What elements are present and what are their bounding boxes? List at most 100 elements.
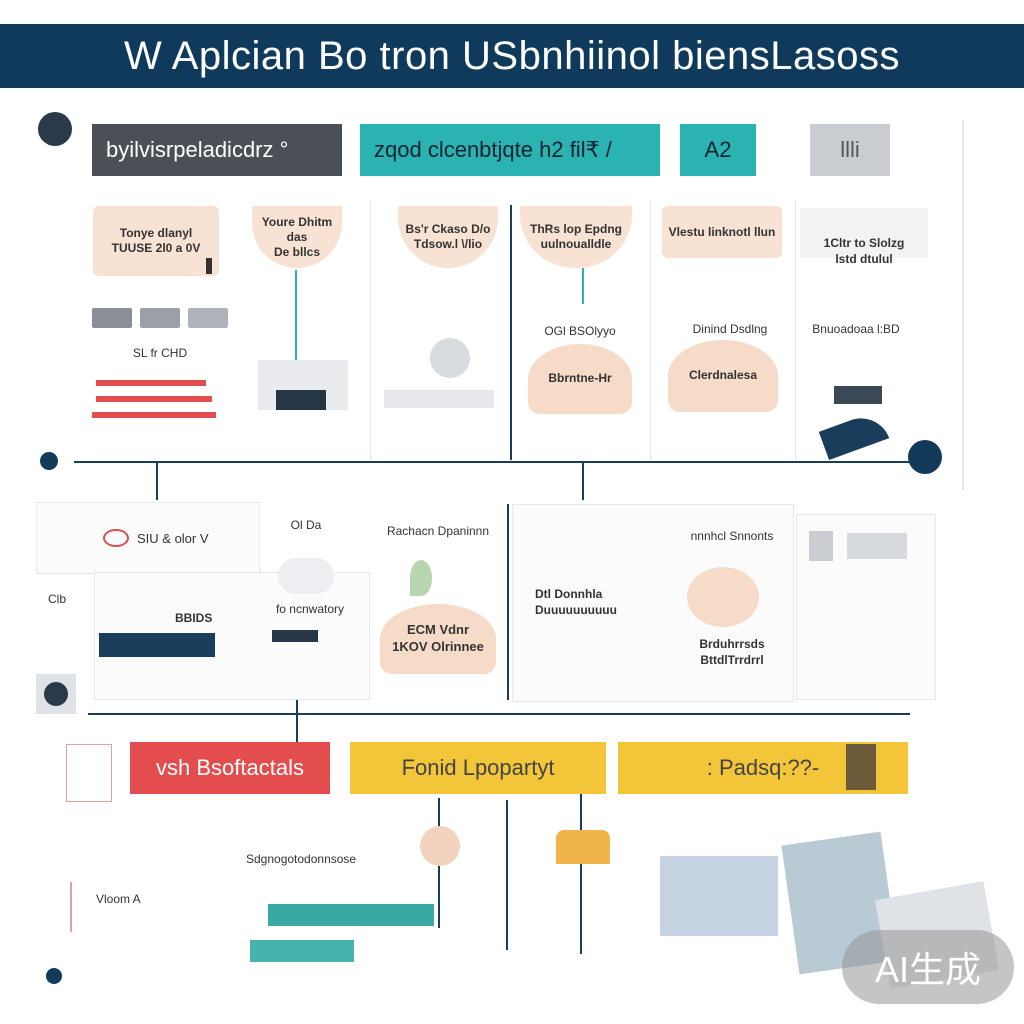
row1-col1-marker xyxy=(206,258,212,274)
server-icon xyxy=(258,360,348,410)
page-title: W Aplcian Bo tron USbnhiinol biensLasoss xyxy=(0,24,1024,88)
row1-col5-blob-text: Clerdnalesa xyxy=(688,368,758,383)
ai-generated-watermark: AI生成 xyxy=(842,930,1014,1004)
bottom-left-frame xyxy=(66,744,112,802)
bottom-right-device-icon xyxy=(846,744,876,790)
tag-top-gray[interactable]: llli xyxy=(810,124,890,176)
row1-col5-card: Vlestu linknotl llun xyxy=(662,206,782,258)
grid-icon xyxy=(140,308,180,328)
separator-col4 xyxy=(510,205,512,460)
row2-col1-label: SIU & olor V xyxy=(137,531,209,546)
row1-col4-card: ThRs lop Epdng uulnoualldle xyxy=(520,206,632,268)
row3-col1-label: Vloom A xyxy=(96,892,141,906)
tag-bottom-yellow-label: Fonid Lpopartyt xyxy=(401,755,555,780)
row1-col1-stripe xyxy=(92,412,216,418)
row1-col1-stripe xyxy=(96,380,206,386)
row1-col6-card: 1Cltr to Slolzg lstd dtulul xyxy=(800,208,928,266)
row2-col1-panel-top: SIU & olor V xyxy=(36,502,260,574)
row1-col4-blob: Bbrntne-Hr xyxy=(528,344,632,414)
row1-col2-connector xyxy=(295,270,297,360)
row2-right-panel: Dtl Donnhla Duuuuuuuuuu nnnhcl Snnonts B… xyxy=(512,504,794,702)
timeline-top-start-dot xyxy=(40,452,58,470)
leaf-icon xyxy=(410,560,432,596)
row3-col5-machine xyxy=(660,856,778,936)
row1-col4-blob-text: Bbrntne-Hr xyxy=(548,371,612,386)
page-title-text: W Aplcian Bo tron USbnhiinol biensLasoss xyxy=(124,33,900,78)
tag-top-teal[interactable]: zqod clcenbtjqte h2 fil₹ / xyxy=(360,124,660,176)
row3-divider-2 xyxy=(506,800,508,950)
tag-top-dark[interactable]: byilvisrpeladicdrz ° xyxy=(92,124,342,176)
tag-bottom-red-label: vsh Bsoftactals xyxy=(156,755,304,780)
row2-col3-blob-text: ECM Vdnr 1KOV Olrinnee xyxy=(392,622,484,654)
tag-bottom-yellow-2-label: : Padsq:??- xyxy=(706,755,820,780)
row1-col2-card-text: Youre Dhitm das De bllcs xyxy=(261,214,333,259)
row2-col1-panel: BBIDS xyxy=(94,572,370,700)
cloud-icon xyxy=(103,529,129,547)
tag-top-gray-label: llli xyxy=(840,137,860,162)
row1-col1-card: Tonye dlanyl TUUSE 2l0 a 0V xyxy=(93,206,219,276)
row3-col2-label: Sdgnogotodonnsose xyxy=(246,852,357,866)
row2-col3-blob: ECM Vdnr 1KOV Olrinnee xyxy=(380,604,496,674)
row1-col2-card: Youre Dhitm das De bllcs xyxy=(252,206,342,268)
row2-col5-label: nnnhcl Snnonts xyxy=(690,529,774,543)
timeline-top xyxy=(74,461,924,463)
router-icon xyxy=(278,558,334,594)
row1-col1-card-text: Tonye dlanyl TUUSE 2l0 a 0V xyxy=(111,226,201,255)
device-icon xyxy=(809,531,833,561)
top-left-circle-icon xyxy=(38,112,72,146)
grid-icon xyxy=(92,308,132,328)
row1-col4-connector xyxy=(582,268,584,304)
record-icon xyxy=(44,682,68,706)
separator-col5 xyxy=(650,200,651,460)
row3-col2-bar-1 xyxy=(268,904,434,926)
row1-col1-icons xyxy=(92,308,242,330)
separator-col3 xyxy=(370,200,371,460)
tag-bottom-yellow[interactable]: Fonid Lpopartyt xyxy=(350,742,606,794)
row3-divider-1 xyxy=(580,794,582,954)
timeline-drop-1 xyxy=(156,462,158,500)
server-rack-icon xyxy=(276,390,326,410)
row1-col1-stripe xyxy=(96,396,212,402)
row2-col1-bar xyxy=(99,633,215,657)
row1-col6-device xyxy=(834,386,882,404)
row2-col1-badge: BBIDS xyxy=(175,611,213,625)
row3-col4-stack-icon xyxy=(556,830,610,864)
row1-col3-card-text: Bs'r Ckaso D/o Tdsow.l \/lio xyxy=(405,222,491,251)
row1-col1-note: SL fr CHD xyxy=(132,346,188,360)
row1-col4-card-text: ThRs lop Epdng uulnoualldle xyxy=(530,222,622,251)
row1-col3-card: Bs'r Ckaso D/o Tdsow.l \/lio xyxy=(398,206,498,268)
timeline-top-end-dot xyxy=(908,440,942,474)
row1-col6-curve xyxy=(818,409,890,461)
bottom-left-dot xyxy=(46,968,62,984)
tag-top-teal-small-label: A2 xyxy=(704,137,732,162)
row2-col2-bar xyxy=(272,630,318,642)
tag-bottom-red[interactable]: vsh Bsoftactals xyxy=(130,742,330,794)
tag-top-dark-label: byilvisrpeladicdrz ° xyxy=(106,137,289,162)
row1-col4-label: OGl BSOlyyo xyxy=(544,324,616,338)
row2-col1-left-label: Clb xyxy=(48,592,67,606)
row1-col5-card-text: Vlestu linknotl llun xyxy=(668,224,776,239)
screen-icon xyxy=(847,533,907,559)
row2-col2-label: Ol Da xyxy=(290,518,322,532)
grid-icon xyxy=(188,308,228,328)
row2-left-square xyxy=(36,674,76,714)
row1-col5-label: Dinind Dsdlng xyxy=(692,322,768,336)
row1-col6-label: Bnuoadoaa l:BD xyxy=(812,322,900,336)
row2-col2-caption: fo ncnwatory xyxy=(275,602,345,616)
timeline-bottom xyxy=(88,713,910,715)
separator-col6 xyxy=(795,200,796,460)
row1-col5-blob: Clerdnalesa xyxy=(668,340,778,412)
timeline-drop-2 xyxy=(582,462,584,500)
row1-col3-device xyxy=(384,390,494,408)
row1-col6-card-text: 1Cltr to Slolzg lstd dtulul xyxy=(823,236,905,266)
row2-separator xyxy=(507,504,509,700)
ai-generated-watermark-text: AI生成 xyxy=(874,949,981,990)
row2-col5-lines: Brduhrrsds BttdlTrrdrrl xyxy=(699,637,765,667)
row2-col4-lines: Dtl Donnhla Duuuuuuuuuu xyxy=(535,587,617,617)
row3-col1-line xyxy=(70,882,72,932)
tag-top-teal-label: zqod clcenbtjqte h2 fil₹ / xyxy=(374,137,612,162)
row2-col3-label: Rachacn Dpaninnn xyxy=(386,524,490,538)
tag-top-teal-small[interactable]: A2 xyxy=(680,124,756,176)
row3-col3-circle xyxy=(420,826,460,866)
row2-col6-panel xyxy=(796,514,936,700)
